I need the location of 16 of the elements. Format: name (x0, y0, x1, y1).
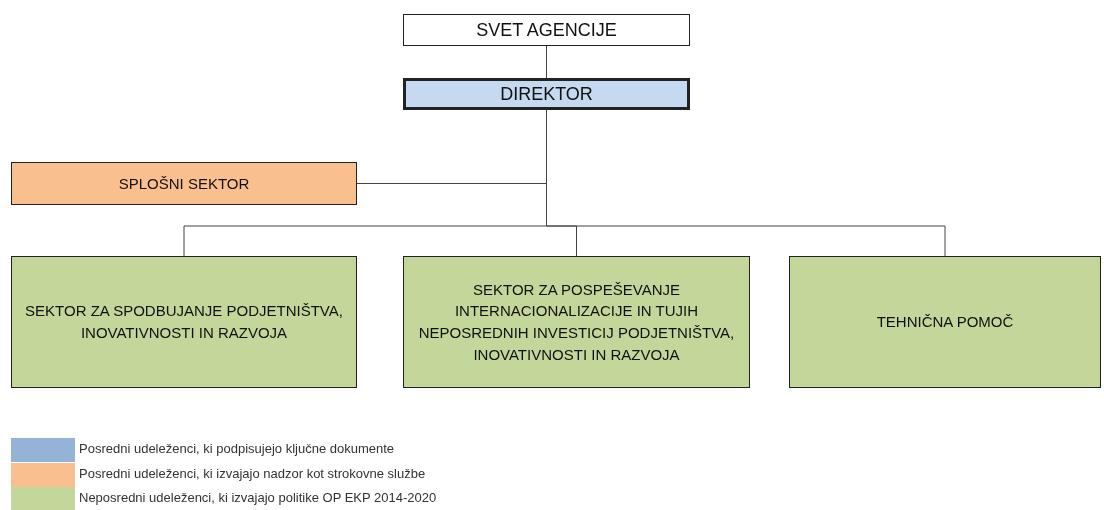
sector-box (403, 256, 750, 388)
box-label: SPLOŠNI SEKTOR (117, 173, 251, 194)
box-label: DIREKTOR (499, 82, 594, 106)
sector-box (11, 256, 357, 388)
legend-label: Posredni udeleženci, ki izvajajo nadzor kot strokovne službe (79, 465, 426, 481)
box-label: TEHNIČNA POMOČ (875, 312, 1015, 333)
legend-label: Posredni udeleženci, ki podpisujejo ključne dokumente (79, 441, 395, 456)
director-box (403, 78, 690, 110)
box-label: SEKTOR ZA SPODBUJANJE PODJETNIŠTVA, INOVATIVNOSTI IN RAZVOJA (24, 301, 344, 343)
legend-label: Neposredni udeleženci, ki izvajajo politike OP EKP 2014-2020 (79, 490, 437, 505)
box-label: SEKTOR ZA POSPEŠEVANJE INTERNACIONALIZACIJE IN TUJIH NEPOSREDNIH INVESTICIJ PODJETNIŠTVA, INOVATIVNOSTI IN RAZVOJA (417, 279, 736, 365)
box-label: SVET AGENCIJE (475, 18, 618, 42)
connector-line (546, 45, 547, 79)
board-box (403, 14, 690, 46)
sector-box (789, 256, 1101, 388)
sector-box (11, 162, 357, 205)
